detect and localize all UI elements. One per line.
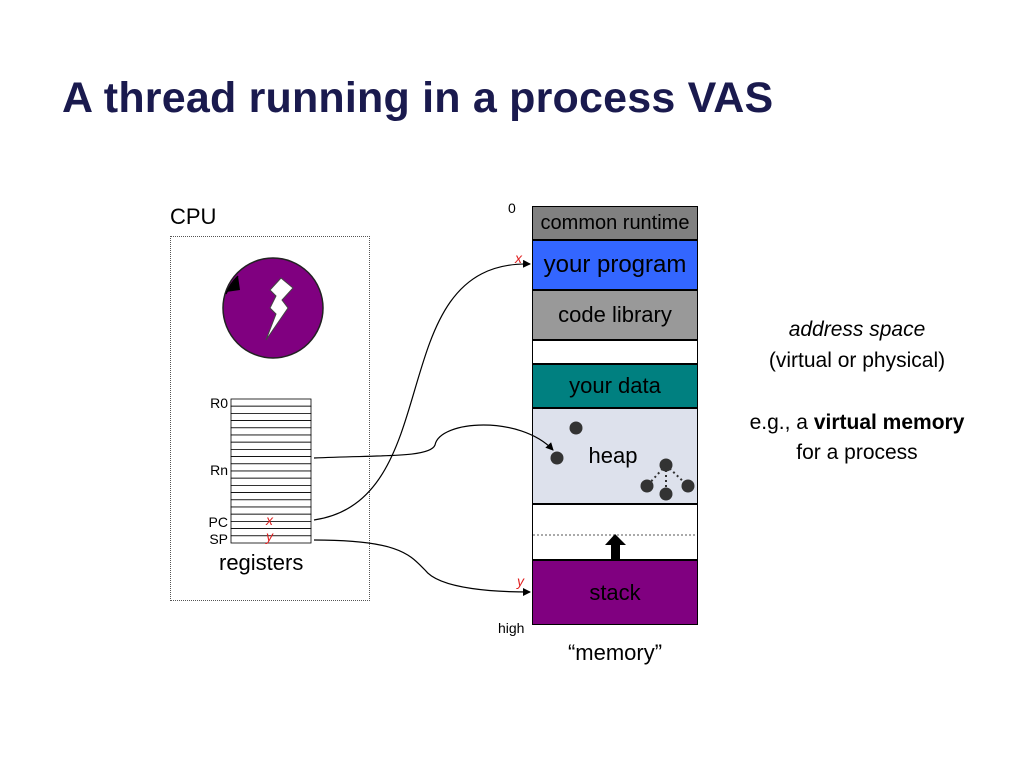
register-heap-pointer-arrow [313, 424, 554, 459]
stack-growth-arrow-icon [605, 534, 626, 560]
sp-value: y [266, 528, 273, 544]
note-address-space: address space [788, 318, 926, 341]
segment-heap: heap [532, 408, 698, 504]
register-file [230, 398, 312, 544]
cpu-label: CPU [170, 204, 217, 229]
segment-code-library: code library [532, 290, 698, 340]
segment-free-1 [532, 340, 698, 364]
address-x-mark: x [515, 250, 522, 266]
note-for-a-process: for a process [796, 441, 918, 464]
pc-pointer-arrow [313, 259, 531, 521]
clock-arrow-icon [226, 276, 240, 292]
sp-pointer-arrow [313, 539, 531, 596]
memory-caption: “memory” [567, 640, 663, 665]
note-eg-prefix: e.g., a [749, 411, 808, 434]
segment-your-program-label: your program [543, 251, 687, 278]
register-pc-label: PC [208, 514, 228, 530]
segment-stack-label: stack [589, 579, 641, 605]
heap-object [569, 421, 583, 435]
lightning-bolt-icon [265, 277, 294, 341]
heap-object [550, 451, 564, 465]
segment-your-data-label: your data [569, 373, 661, 398]
address-high-label: high [498, 620, 525, 636]
address-y-mark: y [517, 573, 524, 589]
cpu-box [170, 236, 370, 601]
segment-heap-label: heap [588, 443, 638, 468]
register-sp-label: SP [209, 531, 228, 547]
note-virtual-or-physical: (virtual or physical) [768, 349, 946, 372]
heap-object [640, 479, 654, 493]
note-virtual-memory: virtual memory [813, 411, 965, 434]
slide-title: A thread running in a process VAS [62, 74, 774, 122]
segment-common-runtime: common runtime [532, 206, 698, 240]
register-rn-label: Rn [210, 462, 228, 478]
segment-your-data: your data [532, 364, 698, 408]
cpu-core-icon [222, 257, 324, 359]
register-cell [230, 535, 312, 544]
segment-your-program: your program [532, 240, 698, 290]
segment-stack: stack [532, 560, 698, 625]
segment-code-library-label: code library [558, 302, 672, 327]
pc-value: x [266, 512, 273, 528]
note-eg-line: e.g., a virtual memory [712, 411, 1002, 435]
address-zero-label: 0 [508, 200, 516, 216]
heap-object [659, 487, 673, 501]
registers-label: registers [219, 550, 304, 575]
register-r0-label: R0 [210, 395, 228, 411]
segment-common-runtime-label: common runtime [540, 211, 690, 234]
